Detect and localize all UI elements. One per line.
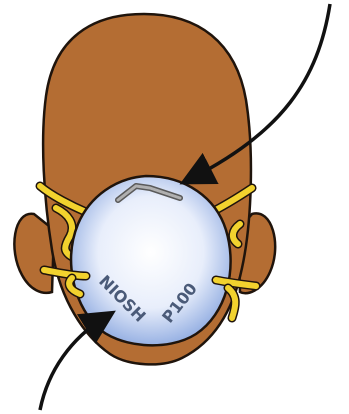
respirator-mask <box>71 176 230 345</box>
